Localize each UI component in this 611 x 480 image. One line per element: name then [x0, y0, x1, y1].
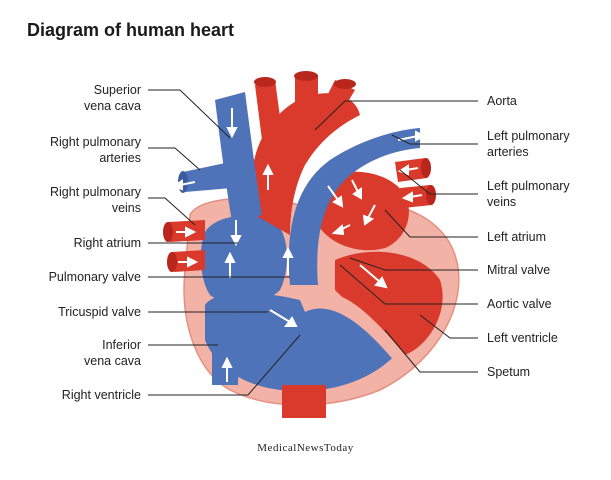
- leader-aorta: [314, 100, 478, 131]
- page-title: Diagram of human heart: [27, 20, 235, 40]
- label-superior-vena-cava: Superior vena cava: [84, 83, 141, 113]
- leader-left-ventricle: [419, 314, 478, 339]
- flow-arrows: [171, 108, 427, 382]
- leader-right-ventricle: [148, 334, 301, 396]
- leader-mitral-valve: [349, 257, 478, 271]
- aorta-branch-1-opening: [254, 77, 276, 87]
- label-tricuspid-valve: Tricuspid valve: [58, 305, 141, 319]
- leader-right-pulmonary-veins: [148, 197, 196, 226]
- brand-logo: MedicalNewsToday: [257, 442, 354, 454]
- descending-aorta-vessel: [282, 385, 326, 418]
- label-right-pulmonary-arteries: Right pulmonary arteries: [49, 135, 141, 165]
- leader-lines-right: [314, 100, 478, 373]
- aorta-branch-2-opening: [294, 71, 318, 81]
- septum-wall: [300, 292, 405, 362]
- pulmonary-artery-vessel: [288, 128, 420, 285]
- label-mitral-valve: Mitral valve: [487, 263, 551, 277]
- label-aorta: Aorta: [487, 94, 517, 108]
- label-right-atrium: Right atrium: [73, 236, 141, 250]
- label-spetum: Spetum: [487, 365, 531, 379]
- aorta-branch-2: [295, 75, 318, 110]
- aorta-branch-3-opening: [334, 79, 356, 89]
- leader-right-pulmonary-arteries: [148, 147, 201, 171]
- right-atrium-chamber: [200, 215, 287, 305]
- inferior-vena-cava-vessel: [212, 310, 240, 385]
- leader-aortic-valve: [339, 264, 478, 305]
- label-left-pulmonary-arteries: Left pulmonary arteries: [487, 129, 570, 159]
- label-inferior-vena-cava: Inferior vena cava: [84, 338, 141, 368]
- leader-left-pulmonary-arteries: [391, 134, 478, 145]
- label-right-ventricle: Right ventricle: [61, 388, 141, 402]
- label-left-ventricle: Left ventricle: [487, 331, 558, 345]
- leader-spetum: [384, 329, 478, 373]
- superior-vena-cava-vessel: [215, 92, 262, 222]
- leader-lines-left: [148, 89, 301, 396]
- right-pulmonary-artery-vessel: [183, 162, 232, 192]
- leader-left-atrium: [384, 209, 478, 238]
- label-aortic-valve: Aortic valve: [487, 297, 552, 311]
- leader-superior-vena-cava: [148, 89, 231, 139]
- leader-left-pulmonary-veins: [399, 169, 478, 195]
- label-pulmonary-valve: Pulmonary valve: [48, 270, 141, 284]
- left-ventricle-chamber: [335, 251, 443, 355]
- label-right-pulmonary-veins: Right pulmonary veins: [49, 185, 141, 215]
- aorta-branch-1: [255, 80, 282, 140]
- label-left-atrium: Left atrium: [487, 230, 547, 244]
- label-left-pulmonary-veins: Left pulmonary veins: [487, 179, 570, 209]
